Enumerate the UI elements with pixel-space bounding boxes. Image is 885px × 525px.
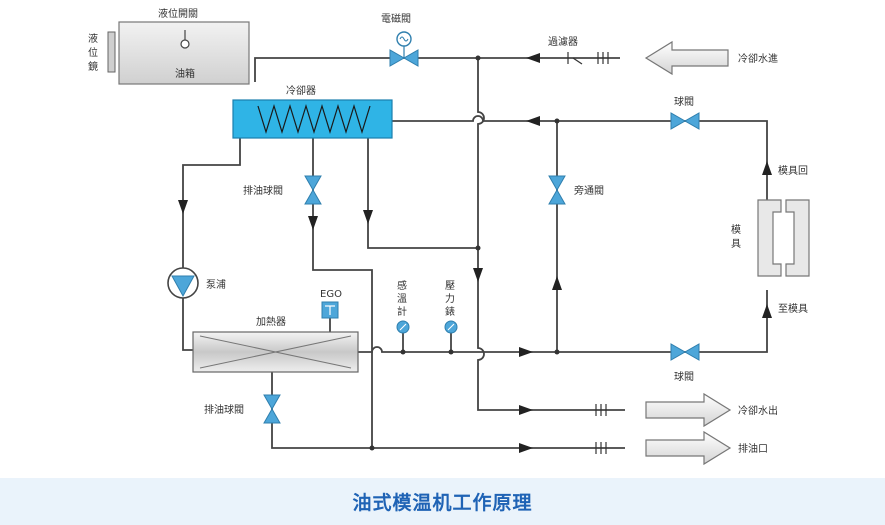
pressure-gauge-icon <box>444 320 458 334</box>
junction-dot <box>448 349 454 355</box>
svg-text:壓: 壓 <box>445 280 455 292</box>
mold-return-label: 模具回 <box>778 165 808 177</box>
oil-outlet-arrow <box>645 430 732 466</box>
flow-arrow <box>519 347 533 357</box>
temp-sensor-label: 感 溫 計 <box>397 279 407 318</box>
oil-drain-valve-1-label: 排油球閥 <box>243 184 283 197</box>
ego-thermostat <box>321 301 339 319</box>
svg-text:具: 具 <box>731 238 741 250</box>
cooling-water-out-label: 冷卻水出 <box>738 404 778 417</box>
heater <box>192 331 359 373</box>
svg-text:錶: 錶 <box>445 306 455 318</box>
oil-outlet-label: 排油口 <box>738 442 768 455</box>
caption-bar: 油式模温机工作原理 <box>0 478 885 525</box>
mold <box>757 199 810 277</box>
flow-arrow <box>552 276 562 290</box>
flow-arrow <box>762 304 772 318</box>
flow-arrow <box>363 210 373 224</box>
bypass-valve-label: 旁通閥 <box>574 184 604 197</box>
cooling-water-in-label: 冷卻水進 <box>738 52 778 65</box>
caption-title: 油式模温机工作原理 <box>352 492 533 514</box>
filter-icon <box>567 52 583 65</box>
flow-arrow <box>178 200 188 214</box>
to-mold-label: 至模具 <box>778 303 808 315</box>
oil-tank <box>107 21 250 85</box>
cooler-label: 冷卻器 <box>286 84 316 97</box>
junction-dot <box>400 349 406 355</box>
oil-drain-valve-1[interactable] <box>304 175 322 205</box>
solenoid-valve-label: 電磁閥 <box>381 12 411 25</box>
junction-dot <box>554 349 560 355</box>
flow-arrow <box>519 405 533 415</box>
ego-label: EGO <box>320 289 342 300</box>
cooler <box>232 99 393 139</box>
flow-arrow <box>519 443 533 453</box>
ball-valve-bottom[interactable] <box>670 343 700 361</box>
solenoid-valve[interactable] <box>389 31 419 67</box>
svg-text:計: 計 <box>397 305 407 318</box>
junction-dot <box>475 245 481 251</box>
oil-tank-label: 油箱 <box>175 67 195 80</box>
cooling-water-out-arrow <box>645 392 732 428</box>
junction-dot <box>369 445 375 451</box>
svg-text:模: 模 <box>731 224 741 236</box>
level-gauge-label: 液 位 鏡 <box>88 32 98 73</box>
svg-text:液: 液 <box>88 32 98 45</box>
schematic-diagram: 液位開關 油箱 液 位 鏡 冷卻器 電磁閥 過濾器 冷卻水進 球閥 排油球閥 <box>88 7 810 466</box>
level-switch-label: 液位開關 <box>158 7 198 20</box>
flow-arrow <box>526 116 540 126</box>
pump-icon <box>167 267 199 299</box>
oil-drain-valve-2-label: 排油球閥 <box>204 403 244 416</box>
cooling-water-in-arrow <box>644 40 729 76</box>
oil-drain-valve-2[interactable] <box>263 394 281 424</box>
flow-arrow <box>762 161 772 175</box>
flow-arrows <box>178 53 772 453</box>
svg-text:感: 感 <box>397 279 407 292</box>
svg-text:鏡: 鏡 <box>88 60 98 73</box>
pump-label: 泵浦 <box>206 278 226 291</box>
ball-valve-bottom-label: 球閥 <box>674 370 694 383</box>
svg-text:溫: 溫 <box>397 293 407 305</box>
ball-valve-top[interactable] <box>670 112 700 130</box>
heater-label: 加熱器 <box>256 315 286 328</box>
ball-valve-top-label: 球閥 <box>674 95 694 108</box>
pressure-gauge-label: 壓 力 錶 <box>445 280 455 318</box>
flow-arrow <box>526 53 540 63</box>
flow-arrow <box>308 216 318 230</box>
connector-ticks <box>595 52 609 454</box>
bypass-valve[interactable] <box>548 175 566 205</box>
mold-label: 模 具 <box>731 224 741 250</box>
junction-dot <box>475 55 481 61</box>
svg-text:力: 力 <box>445 292 455 305</box>
flow-arrow <box>473 268 483 282</box>
svg-text:位: 位 <box>88 46 98 59</box>
filter-label: 過濾器 <box>548 35 578 48</box>
junction-dots <box>369 55 560 451</box>
junction-dot <box>554 118 560 124</box>
temp-sensor-icon <box>396 320 410 334</box>
